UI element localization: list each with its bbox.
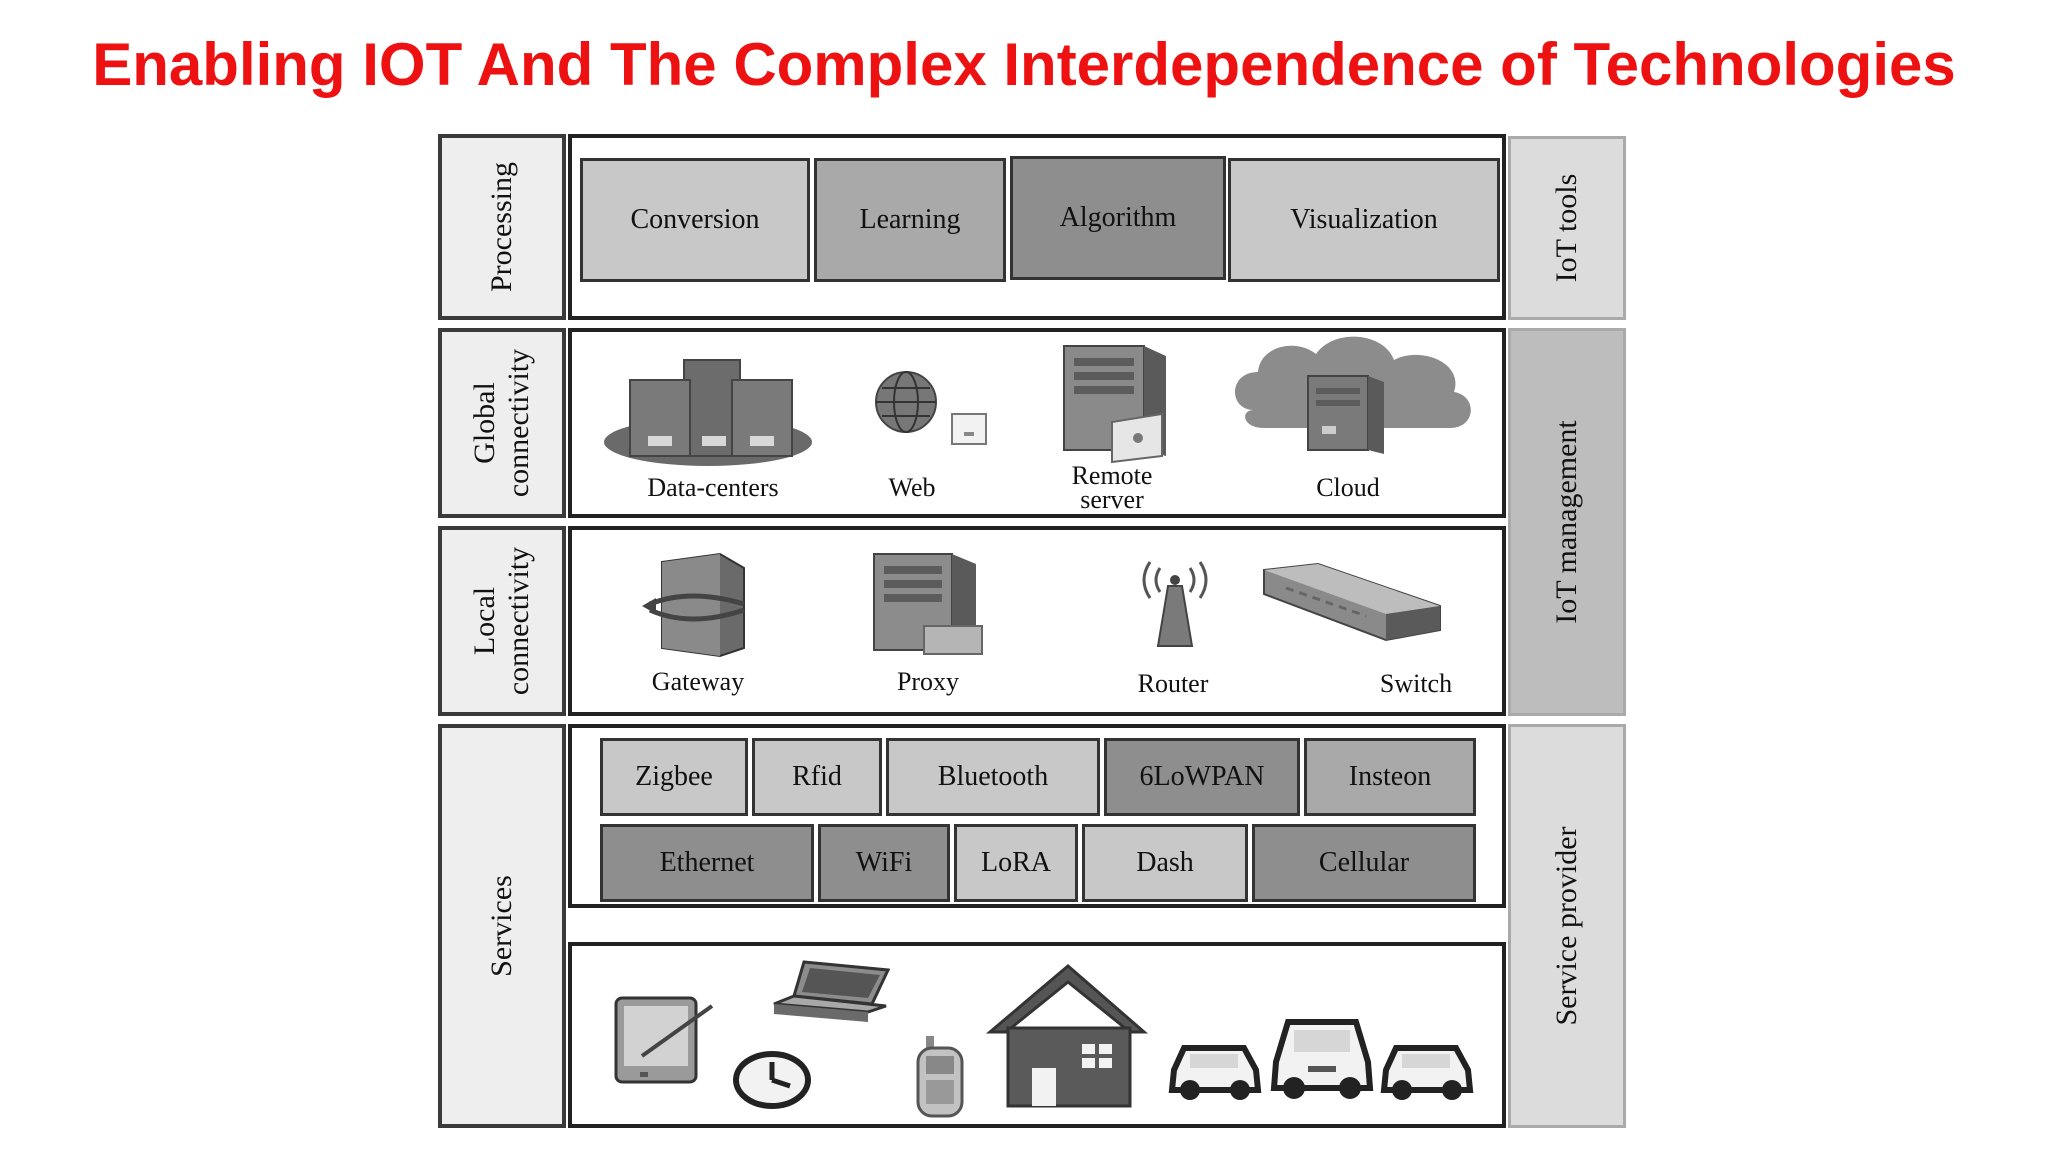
phone-icon <box>916 1036 964 1118</box>
car-icon <box>1380 1045 1474 1100</box>
processing-panel: Conversion Learning Algorithm Visualizat… <box>568 134 1506 320</box>
label-iot-tools: IoT tools <box>1508 136 1626 320</box>
protocol-item: WiFi <box>818 824 950 902</box>
remote-server-icon <box>1063 345 1166 464</box>
tablet-icon <box>614 996 714 1084</box>
local-caption: Proxy <box>896 667 960 696</box>
laptop-icon <box>773 960 891 1022</box>
processing-item: Algorithm <box>1010 156 1226 280</box>
label-processing: Processing <box>438 134 566 320</box>
local-caption: Gateway <box>651 667 745 696</box>
cloud-icon <box>1234 336 1471 454</box>
protocol-item: Dash <box>1082 824 1248 902</box>
global-caption: Cloud <box>1316 473 1380 502</box>
protocol-item: Ethernet <box>600 824 814 902</box>
local-connectivity-panel: Gateway Proxy Router Switch <box>568 526 1506 716</box>
protocol-item: Insteon <box>1304 738 1476 816</box>
processing-item: Learning <box>814 158 1006 282</box>
protocols-panel: Zigbee Rfid Bluetooth 6LoWPAN Insteon Et… <box>568 724 1506 908</box>
global-caption: Data-centers <box>647 473 779 502</box>
protocol-item: LoRA <box>954 824 1078 902</box>
proxy-icon <box>873 553 983 655</box>
label-service-provider: Service provider <box>1508 724 1626 1128</box>
house-icon <box>985 964 1149 1108</box>
car-icon <box>1168 1045 1262 1100</box>
switch-icon <box>1263 562 1441 642</box>
local-caption: Router <box>1137 669 1209 698</box>
label-services: Services <box>438 724 566 1128</box>
router-icon <box>1142 561 1208 647</box>
local-caption: Switch <box>1379 669 1453 698</box>
protocol-item: Zigbee <box>600 738 748 816</box>
global-caption: Web <box>888 473 936 502</box>
remote-server-caption: Remote server <box>1071 461 1153 514</box>
label-global-connectivity: Global connectivity <box>438 328 566 518</box>
slide-title: Enabling IOT And The Complex Interdepend… <box>92 31 1956 98</box>
car-icon <box>1270 1019 1374 1099</box>
data-centers-icon <box>604 359 812 466</box>
devices-panel <box>568 942 1506 1128</box>
protocol-item: 6LoWPAN <box>1104 738 1300 816</box>
processing-item: Conversion <box>580 158 810 282</box>
global-connectivity-panel: Remote server Data-centers Web Cloud <box>568 328 1506 518</box>
processing-item: Visualization <box>1228 158 1500 282</box>
gateway-icon <box>642 552 745 658</box>
protocol-item: Bluetooth <box>886 738 1100 816</box>
label-local-connectivity: Local connectivity <box>438 526 566 716</box>
label-iot-management: IoT management <box>1508 328 1626 716</box>
clock-icon <box>733 1051 811 1109</box>
protocol-item: Rfid <box>752 738 882 816</box>
web-icon <box>875 371 987 445</box>
protocol-item: Cellular <box>1252 824 1476 902</box>
